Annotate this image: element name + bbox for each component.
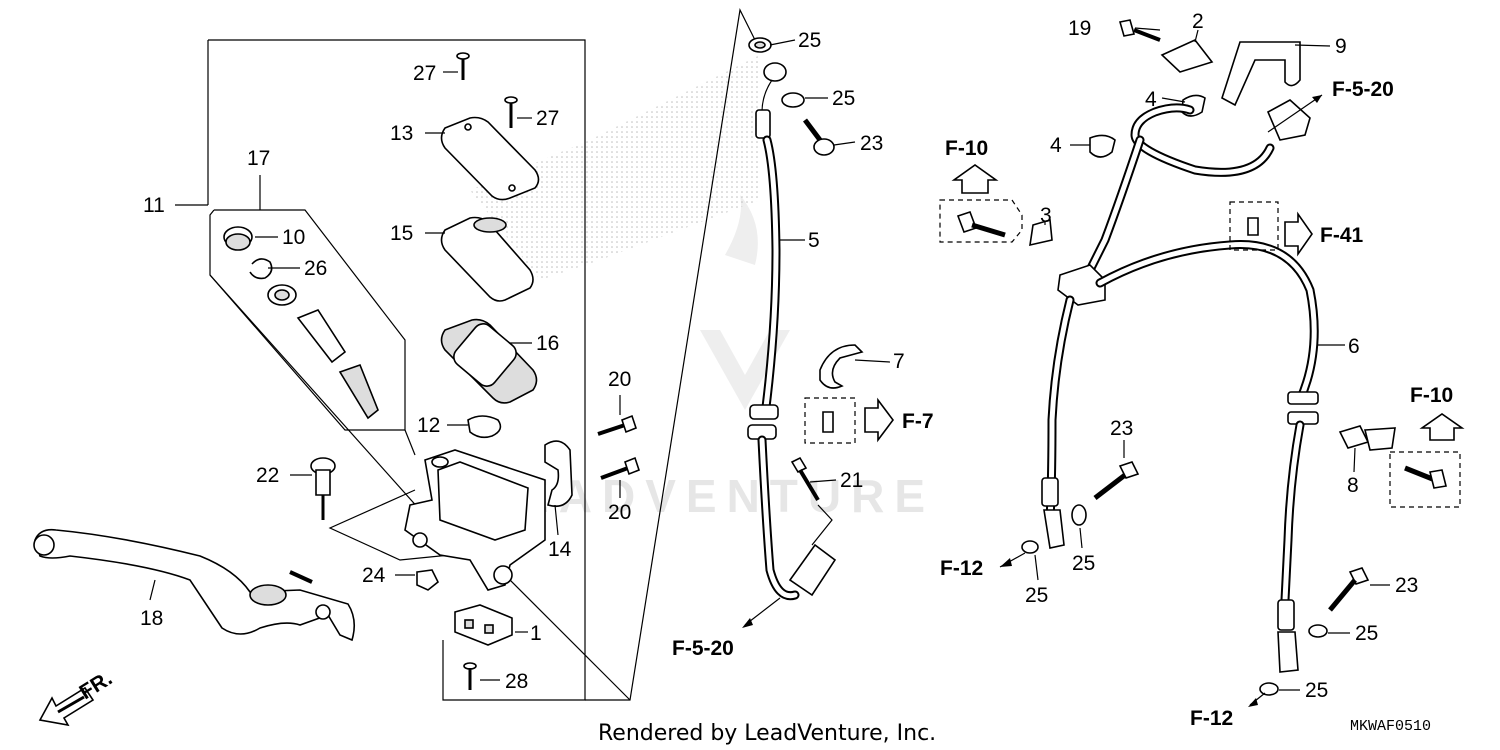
brake-switch bbox=[454, 604, 513, 646]
arrow-up-f10-right bbox=[1419, 413, 1465, 441]
reference-labels: F-5-20 F-5-20 F-10 F-10 F-41 F-7 F-12 F-… bbox=[672, 78, 1453, 730]
bolt-20-upper bbox=[597, 414, 637, 436]
clip-12 bbox=[467, 415, 502, 439]
callout-27-second: 27 bbox=[536, 107, 559, 130]
arrow-f41 bbox=[1284, 211, 1313, 257]
callout-23-middle: 23 bbox=[1110, 417, 1133, 440]
callout-numbers: 1 2 3 4 4 5 6 7 8 9 10 11 12 13 14 15 16… bbox=[140, 10, 1418, 702]
callout-24: 24 bbox=[362, 564, 386, 587]
footer-credit: Rendered by LeadVenture, Inc. bbox=[598, 721, 936, 746]
callout-15: 15 bbox=[390, 222, 413, 245]
ref-f12-left: F-12 bbox=[940, 557, 983, 580]
diagram-code: MKWAF0510 bbox=[1350, 718, 1431, 735]
callout-27-top: 27 bbox=[413, 62, 436, 85]
holder-14 bbox=[544, 440, 573, 508]
callout-23-upper: 23 bbox=[860, 132, 883, 155]
f10-left-dashed-box bbox=[939, 199, 1023, 243]
bolt-23-lower bbox=[1328, 567, 1370, 612]
arrow-f7 bbox=[864, 397, 894, 443]
brake-lever bbox=[33, 528, 356, 642]
callout-25-b: 25 bbox=[832, 87, 855, 110]
ref-f10-right: F-10 bbox=[1410, 384, 1453, 407]
callout-20-lower: 20 bbox=[608, 501, 631, 524]
callout-23-lower: 23 bbox=[1395, 574, 1418, 597]
callout-12: 12 bbox=[417, 414, 440, 437]
screw-27-top bbox=[456, 52, 470, 80]
brake-hose-6-assembly bbox=[1029, 39, 1396, 673]
washer-25-d bbox=[1259, 682, 1279, 696]
f7-dashed-box bbox=[804, 397, 856, 444]
callout-6: 6 bbox=[1348, 335, 1360, 358]
dotted-shading bbox=[590, 55, 760, 260]
callout-28: 28 bbox=[505, 670, 528, 693]
clamp-7 bbox=[819, 344, 864, 389]
ref-f12-bottom: F-12 bbox=[1190, 707, 1233, 730]
bolt-21 bbox=[790, 456, 833, 546]
washer-25-b bbox=[1021, 540, 1039, 554]
callout-8: 8 bbox=[1347, 474, 1359, 497]
ref-f5-20-top: F-5-20 bbox=[1332, 78, 1394, 101]
bolt-f10-right bbox=[1404, 465, 1447, 489]
callout-7: 7 bbox=[893, 350, 905, 373]
callout-3: 3 bbox=[1040, 204, 1052, 227]
master-cylinder-group bbox=[175, 8, 761, 701]
callout-25-d: 25 bbox=[1025, 584, 1048, 607]
callout-26: 26 bbox=[304, 257, 327, 280]
reservoir-cap bbox=[440, 116, 540, 201]
watermark-text: LEADVENTURE bbox=[480, 470, 935, 522]
ref-f41: F-41 bbox=[1320, 224, 1364, 247]
callout-2: 2 bbox=[1192, 10, 1204, 33]
callout-13: 13 bbox=[390, 122, 413, 145]
bolt-23-middle bbox=[1093, 461, 1140, 500]
callout-16: 16 bbox=[536, 332, 559, 355]
brake-hose-5 bbox=[747, 37, 837, 601]
bolt-f10-left bbox=[956, 210, 1006, 238]
callout-14: 14 bbox=[548, 538, 572, 561]
ref-f10-left: F-10 bbox=[945, 137, 988, 160]
callout-25-a: 25 bbox=[798, 29, 821, 52]
piston-components bbox=[223, 226, 379, 420]
callout-25-f: 25 bbox=[1305, 679, 1328, 702]
pivot-bolt bbox=[310, 457, 336, 520]
dotted-shading-2 bbox=[470, 140, 600, 280]
washer-25-a bbox=[1071, 504, 1087, 526]
ref-f5-20-bottom: F-5-20 bbox=[672, 637, 734, 660]
arrow-up-f10-left bbox=[951, 164, 999, 194]
callout-19: 19 bbox=[1068, 17, 1091, 40]
callout-20-upper: 20 bbox=[608, 368, 631, 391]
washer-25-c bbox=[1308, 624, 1328, 638]
ref-f7: F-7 bbox=[902, 410, 934, 433]
callout-25-c: 25 bbox=[1072, 552, 1095, 575]
callout-22: 22 bbox=[256, 464, 279, 487]
bolt-19 bbox=[1118, 19, 1161, 42]
bolt-20-lower bbox=[600, 456, 640, 480]
pointer-arrows bbox=[742, 94, 1323, 707]
callout-21: 21 bbox=[840, 469, 863, 492]
callout-1: 1 bbox=[530, 622, 542, 645]
direction-arrow: FR. bbox=[38, 667, 116, 727]
callout-5: 5 bbox=[808, 229, 820, 252]
f10-right-dashed-box bbox=[1389, 451, 1461, 508]
nut-24 bbox=[416, 569, 440, 591]
callout-4-upper: 4 bbox=[1145, 88, 1157, 111]
leader-lines bbox=[149, 27, 1390, 691]
bolt-23-upper bbox=[803, 118, 835, 156]
f41-dashed-box bbox=[1229, 201, 1279, 251]
callout-18: 18 bbox=[140, 607, 163, 630]
master-cylinder-body bbox=[404, 449, 546, 591]
callout-25-e: 25 bbox=[1355, 622, 1378, 645]
callout-4-lower: 4 bbox=[1050, 134, 1062, 157]
callout-10: 10 bbox=[282, 226, 305, 249]
screw-27-second bbox=[504, 96, 518, 128]
callout-11: 11 bbox=[143, 194, 165, 217]
screw-28 bbox=[463, 662, 477, 690]
callout-9: 9 bbox=[1335, 35, 1347, 58]
callout-17: 17 bbox=[247, 147, 270, 170]
